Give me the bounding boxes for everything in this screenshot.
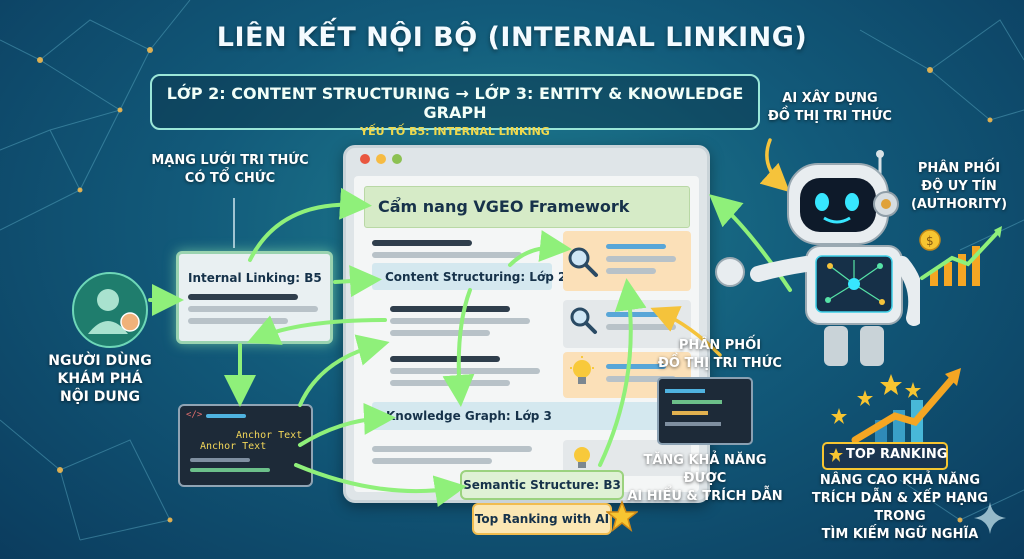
text-line [188,294,298,300]
network-label-line-2: CÓ TỔ CHỨC [184,171,276,186]
ai-understand-line-2: AI HIỂU & TRÍCH DẪN [627,489,783,504]
sparkle-icon [974,502,1006,534]
text-line [390,368,540,374]
ai-understand-line-1: TĂNG KHẢ NĂNG ĐƯỢC [643,453,767,486]
top-ranking-badge [822,442,948,470]
top-ranking-ai-pill: Top Ranking with AI [472,503,612,535]
ai-label-line-2: ĐỒ THỊ TRI THỨC [768,109,892,124]
text-line [372,240,472,246]
window-minimize-dot [376,154,386,164]
text-line [606,244,666,249]
star-icon [606,500,638,532]
lightbulb-icon [570,356,594,384]
user-label-line-3: NỘI DUNG [60,389,140,405]
knowledge-graph-label: Knowledge Graph: Lớp 3 [386,409,552,423]
text-line [390,306,510,312]
banner-line-1: LỚP 2: CONTENT STRUCTURING → LỚP 3: ENTI… [166,84,744,122]
code-line [190,468,270,472]
code-line [665,422,721,426]
page-title: LIÊN KẾT NỘI BỘ (INTERNAL LINKING) [216,22,808,53]
text-line [372,458,492,464]
ai-understand-label: TĂNG KHẢ NĂNG ĐƯỢC AI HIỂU & TRÍCH DẪN [620,452,790,506]
code-line [672,400,722,404]
authority-label-line-1: PHÂN PHỐI [917,161,1001,176]
distribute-graph-label: PHÂN PHỐI ĐỒ THỊ TRI THỨC [650,337,790,373]
distribute-label-line-2: ĐỒ THỊ TRI THỨC [658,356,782,371]
top-ranking-text: TOP RANKING [846,447,948,462]
lightbulb-icon [574,447,590,468]
text-line [606,268,656,274]
text-line [390,330,490,336]
banner-line-2: YẾU TỐ B5: INTERNAL LINKING [360,125,550,138]
text-line [606,364,666,369]
user-label: NGƯỜI DÙNG KHÁM PHÁ NỘI DUNG [30,352,170,406]
network-label-line-1: MẠNG LƯỚI TRI THỨC [151,153,309,168]
text-line [372,446,532,452]
content-structuring-highlight [372,263,552,290]
user-label-line-2: KHÁM PHÁ [57,371,143,387]
citation-label: NÂNG CAO KHẢ NĂNG TRÍCH DẪN & XẾP HẠNG T… [790,472,1010,544]
text-line [606,324,676,330]
layer-banner: LỚP 2: CONTENT STRUCTURING → LỚP 3: ENTI… [150,74,760,138]
coin-chart-icon: $ [919,226,1002,286]
ranking-chart-icon [831,368,961,448]
ai-build-label: AI XÂY DỰNG ĐỒ THỊ TRI THỨC [760,90,900,126]
text-line [606,376,676,382]
authority-label-line-3: (AUTHORITY) [910,197,1008,212]
heading-highlight [364,186,690,228]
robot-icon [715,150,920,366]
text-line [188,318,288,324]
authority-label-line-2: ĐỘ UY TÍN [921,179,997,194]
internal-linking-label: Internal Linking: B5 [188,271,322,285]
window-close-dot [360,154,370,164]
code-line [672,411,708,415]
magnifier-icon [570,307,597,334]
code-line [206,414,246,418]
text-line [390,356,500,362]
text-line [188,306,318,312]
ai-label-line-1: AI XÂY DỰNG [782,91,878,106]
text-line [372,252,522,258]
code-icon: </> [186,410,203,420]
network-label: MẠNG LƯỚI TRI THỨC CÓ TỔ CHỨC [150,152,310,188]
star-icon [829,448,843,462]
text-line [606,312,666,317]
knowledge-graph-highlight [372,402,698,430]
citation-label-line-1: NÂNG CAO KHẢ NĂNG [819,473,981,488]
user-silhouette [88,289,140,334]
code-line [665,389,705,393]
content-structuring-label: Content Structuring: Lớp 2 [385,270,567,284]
anchor-text-2: Anchor Text [200,441,267,452]
code-card [178,404,313,487]
distribute-label-line-1: PHÂN PHỐI [678,338,762,353]
authority-label: PHÂN PHỐI ĐỘ UY TÍN (AUTHORITY) [904,160,1014,214]
user-label-line-1: NGƯỜI DÙNG [48,353,152,369]
anchor-text-1: Anchor Text [236,430,303,441]
svg-text:$: $ [926,234,934,248]
page-heading: Cẩm nang VGEO Framework [378,197,630,216]
window-maximize-dot [392,154,402,164]
text-line [606,256,676,262]
citation-label-line-2: TRÍCH DẪN & XẾP HẠNG TRONG [811,491,989,524]
code-line [190,458,250,462]
semantic-structure-pill: Semantic Structure: B3 [460,470,624,500]
citation-label-line-3: TÌM KIẾM NGỮ NGHĨA [821,527,979,542]
